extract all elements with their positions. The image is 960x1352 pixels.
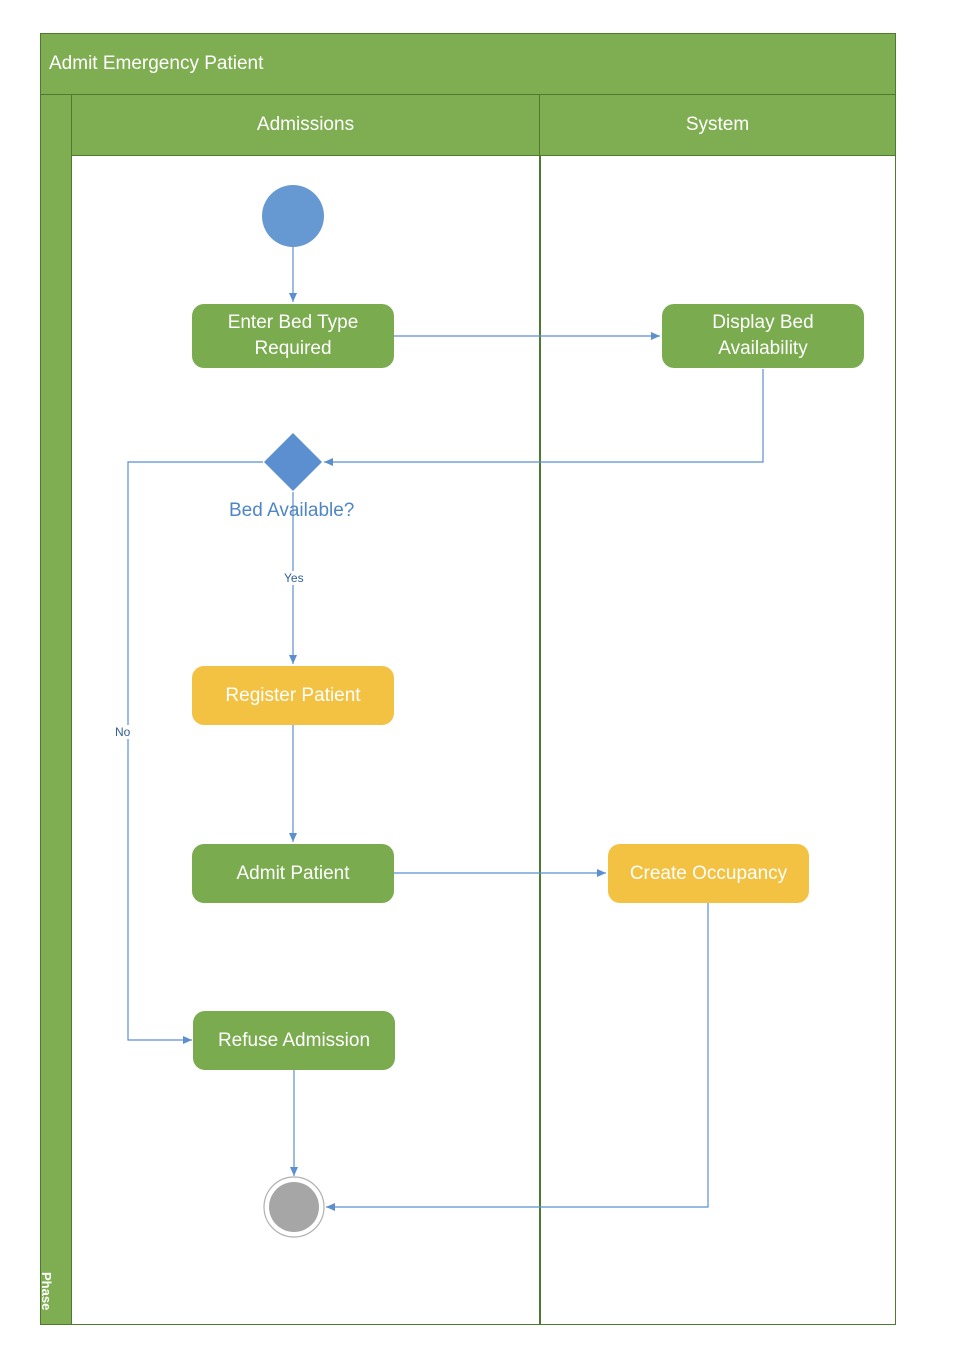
lane-divider <box>539 155 541 1325</box>
lane-header-system: System <box>539 94 896 156</box>
guard-no-label: No <box>113 725 133 739</box>
action-display-bed-availability[interactable]: Display Bed Availability <box>662 304 864 368</box>
action-enter-bed-type[interactable]: Enter Bed Type Required <box>192 304 394 368</box>
action-create-occupancy[interactable]: Create Occupancy <box>608 844 809 903</box>
end-node <box>269 1182 319 1232</box>
decision-label: Bed Available? <box>229 500 355 521</box>
phase-bar <box>40 94 72 1325</box>
flow-display-to-decision <box>324 369 764 466</box>
lane-header-admissions: Admissions <box>71 94 540 156</box>
action-admit-patient[interactable]: Admit Patient <box>192 844 394 903</box>
flow-decision-no <box>127 461 263 1044</box>
start-node <box>262 185 324 247</box>
flow-occupancy-to-end <box>326 903 709 1211</box>
decision-node <box>264 433 322 491</box>
action-register-patient[interactable]: Register Patient <box>192 666 394 725</box>
guard-yes-label: Yes <box>282 571 306 585</box>
action-refuse-admission[interactable]: Refuse Admission <box>193 1011 395 1070</box>
